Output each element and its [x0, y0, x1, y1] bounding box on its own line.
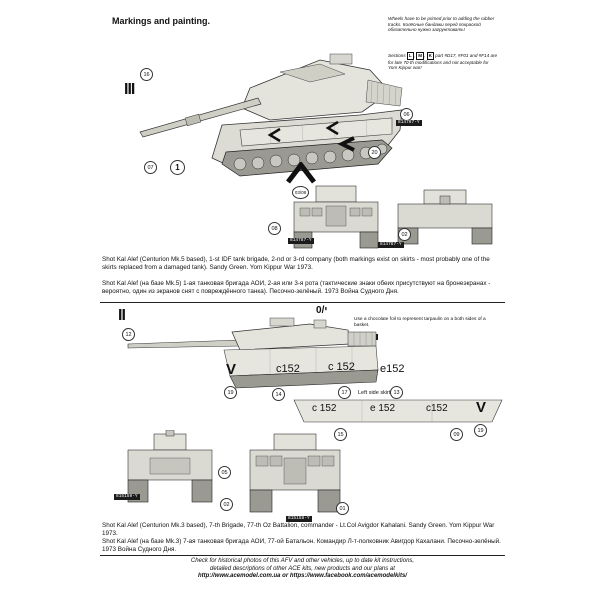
- tank1-roman-marking: III: [124, 81, 135, 98]
- footer-links: http://www.acemodel.com.ua or https://ww…: [100, 573, 505, 581]
- left-side-skirt: [292, 396, 504, 426]
- tank2-side-number: e152: [380, 363, 405, 375]
- section-letter-m: M: [416, 52, 425, 60]
- tank2-side-number: c152: [276, 363, 300, 375]
- tank1-callout: 16: [140, 68, 153, 81]
- tank2-callout: 17: [338, 386, 351, 399]
- tank2-caption-ru: Shot Kal Alef (на базе Mk.3) 7-ая танков…: [102, 538, 501, 553]
- skirt-number: c152: [426, 403, 448, 414]
- instruction-sheet: Markings and painting. Wheels have to be…: [100, 10, 505, 590]
- tank2-roman-marking: II: [118, 307, 126, 324]
- tank2-v-marking: V: [226, 361, 237, 378]
- tank2-caption-en: Shot Kal Alef (Centurion Mk.3 based), 7-…: [102, 522, 495, 537]
- tank2-callout: 13: [390, 386, 403, 399]
- tank2-callout: 15: [334, 428, 347, 441]
- section-divider: [100, 555, 505, 556]
- tank1-front-registration: 814787-Y: [378, 242, 404, 248]
- tank2-chocolate-note: Use a chocolate foil to represent tarpau…: [354, 317, 486, 328]
- tank2-callout: 12: [122, 328, 135, 341]
- wheels-note: Wheels have to be primed prior to adding…: [388, 16, 495, 33]
- chevron-marking-icon: [337, 136, 356, 152]
- section-letter-k: K: [426, 52, 434, 60]
- skirt-v-marking: V: [476, 399, 487, 416]
- tank2-callout: 19: [224, 386, 237, 399]
- tank1-rear-view: [288, 182, 384, 252]
- tank1-caption-ru: Shot Kal Alef (на базе Mk.5) 1-ая танков…: [102, 280, 491, 295]
- tank2-rear-view: [240, 430, 350, 530]
- tank2-callout: 19: [474, 424, 487, 437]
- facebook-link[interactable]: https://www.facebook.com/acemodelkits/: [289, 573, 407, 580]
- tank2-front-registration: 815159-Y: [114, 494, 140, 500]
- tank2-side-view: [120, 310, 380, 390]
- tank1-callout: 02: [398, 228, 411, 241]
- tank1-callout: 20: [368, 146, 381, 159]
- sections-note: Sections L, M, K part #D17, #F01 and #F1…: [388, 52, 498, 71]
- tank2-callout: 05: [218, 466, 231, 479]
- tank2-front-view: [120, 429, 220, 508]
- tank2-callout: 09: [450, 428, 463, 441]
- skirt-number: e 152: [370, 403, 396, 414]
- tank1-caption-en: Shot Kal Alef (Centurion Mk.5 based), 1-…: [102, 256, 490, 271]
- footer-line: detailed descriptions of other ACE kits,…: [210, 565, 395, 572]
- skirt-label: Left side skirt: [358, 390, 391, 396]
- tank1-callout: 07: [144, 161, 157, 174]
- tank2-callout: 01: [336, 502, 349, 515]
- tank2-callout: 02: [220, 498, 233, 511]
- section-divider: [100, 302, 505, 303]
- footer-line: Check for historical photos of this AFV …: [190, 558, 415, 564]
- tank1-side-view: [130, 30, 410, 180]
- tank2-rear-registration: 815158-Y: [286, 516, 312, 522]
- tank2-callout: 14: [272, 388, 285, 401]
- tank1-registration-tag: 814787-Y: [396, 120, 422, 126]
- website-link[interactable]: http://www.acemodel.com.ua: [198, 573, 281, 580]
- sections-rest: part #D17, #F01 and #F14 are for late 70…: [388, 53, 498, 71]
- tank1-rear-registration: 814787-Y: [288, 238, 314, 244]
- tank1-callout: 08: [268, 222, 281, 235]
- page-title: Markings and painting.: [112, 16, 211, 26]
- footer: Check for historical photos of this AFV …: [100, 558, 505, 581]
- sections-prefix: Sections: [388, 53, 406, 58]
- footer-or: or: [282, 573, 289, 580]
- skirt-number: c 152: [312, 403, 337, 414]
- tank1-circle-number: 1: [170, 160, 185, 175]
- tank2-side-number: c 152: [328, 361, 355, 373]
- chevron-marking-icon: [286, 160, 316, 184]
- tank1-callout: 03/08: [292, 186, 309, 199]
- tank2-hebrew-marking: י/0: [316, 305, 328, 316]
